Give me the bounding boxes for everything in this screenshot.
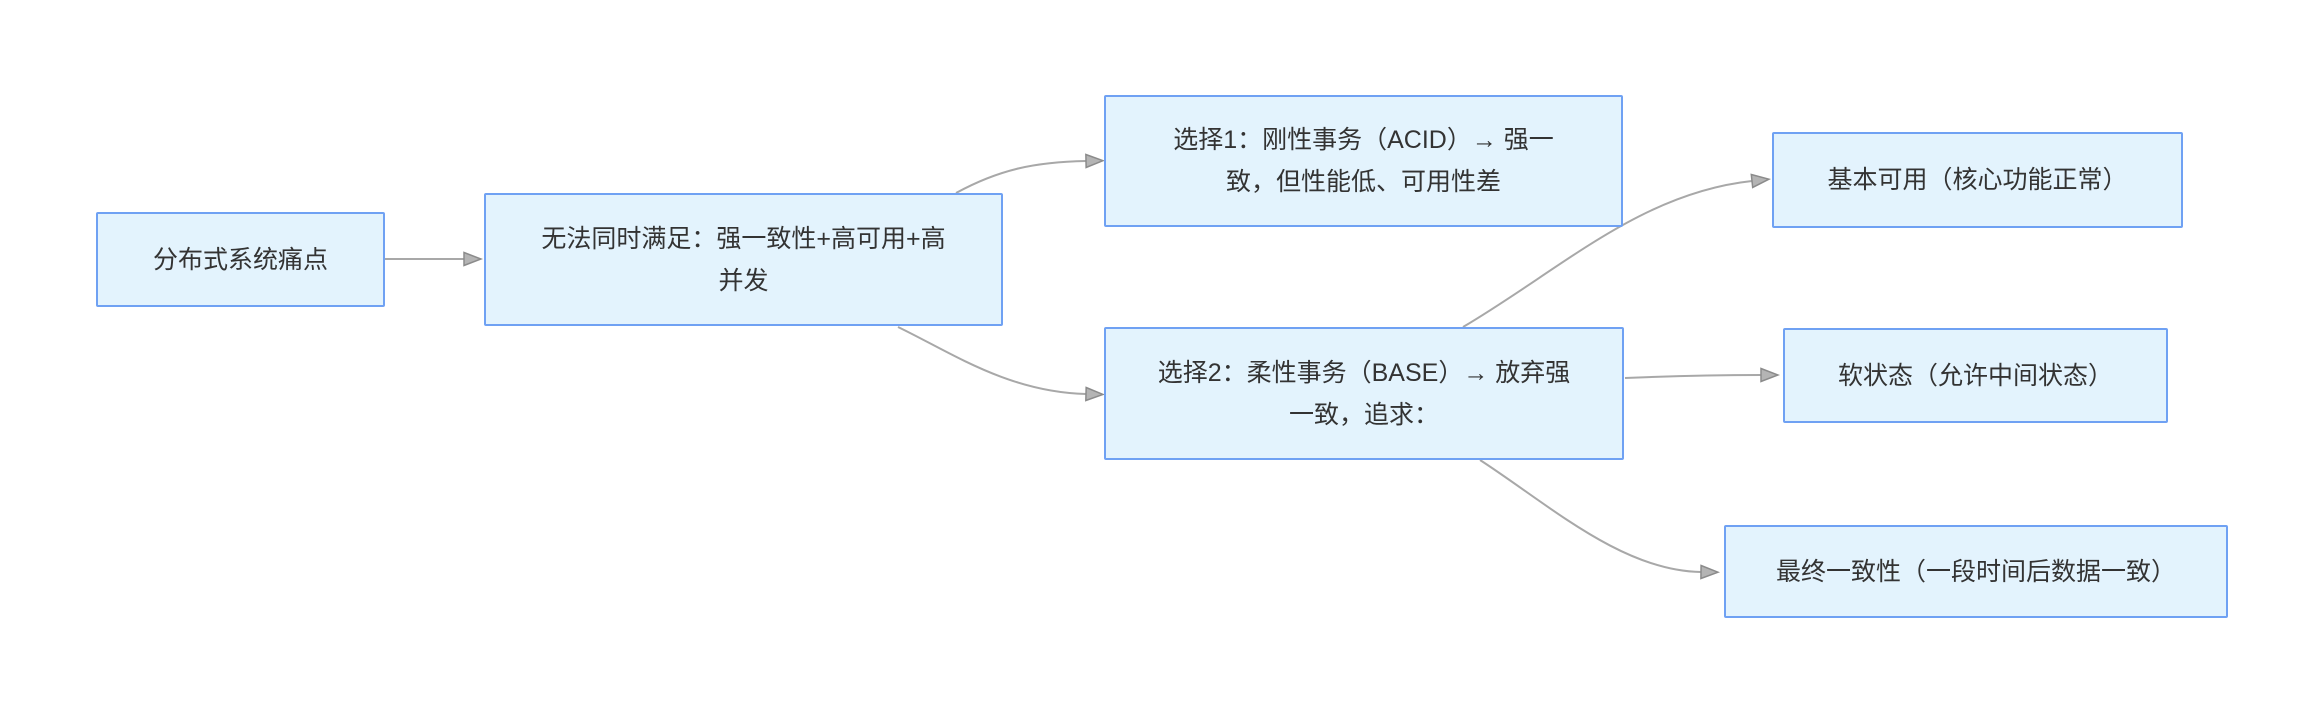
node-cap-tradeoff-label: 无法同时满足：强一致性+高可用+高 并发 — [541, 224, 946, 295]
node-choice-acid-label: 选择1：刚性事务（ACID）→ 强一 致，但性能低、可用性差 — [1173, 126, 1554, 196]
edge-base-to-soft — [1624, 375, 1761, 378]
node-eventual-consistency-label: 最终一致性（一段时间后数据一致） — [1775, 557, 2176, 586]
edge-cap-to-base — [897, 326, 1086, 394]
edge-cap-to-acid — [955, 161, 1086, 194]
node-pain-point[interactable]: 分布式系统痛点 — [96, 212, 385, 307]
node-eventual-consistency[interactable]: 最终一致性（一段时间后数据一致） — [1724, 525, 2228, 618]
edge-base-to-eventual — [1479, 459, 1701, 572]
node-soft-state-label: 软状态（允许中间状态） — [1837, 361, 2113, 390]
node-basically-available[interactable]: 基本可用（核心功能正常） — [1772, 132, 2183, 228]
node-choice-acid[interactable]: 选择1：刚性事务（ACID）→ 强一 致，但性能低、可用性差 — [1104, 95, 1623, 227]
node-choice-base[interactable]: 选择2：柔性事务（BASE）→ 放弃强 一致，追求： — [1104, 327, 1624, 460]
node-cap-tradeoff[interactable]: 无法同时满足：强一致性+高可用+高 并发 — [484, 193, 1003, 326]
node-pain-point-label: 分布式系统痛点 — [152, 245, 328, 274]
node-basically-available-label: 基本可用（核心功能正常） — [1827, 166, 2128, 194]
node-choice-base-label: 选择2：柔性事务（BASE）→ 放弃强 一致，追求： — [1157, 358, 1571, 429]
node-soft-state[interactable]: 软状态（允许中间状态） — [1783, 328, 2168, 423]
